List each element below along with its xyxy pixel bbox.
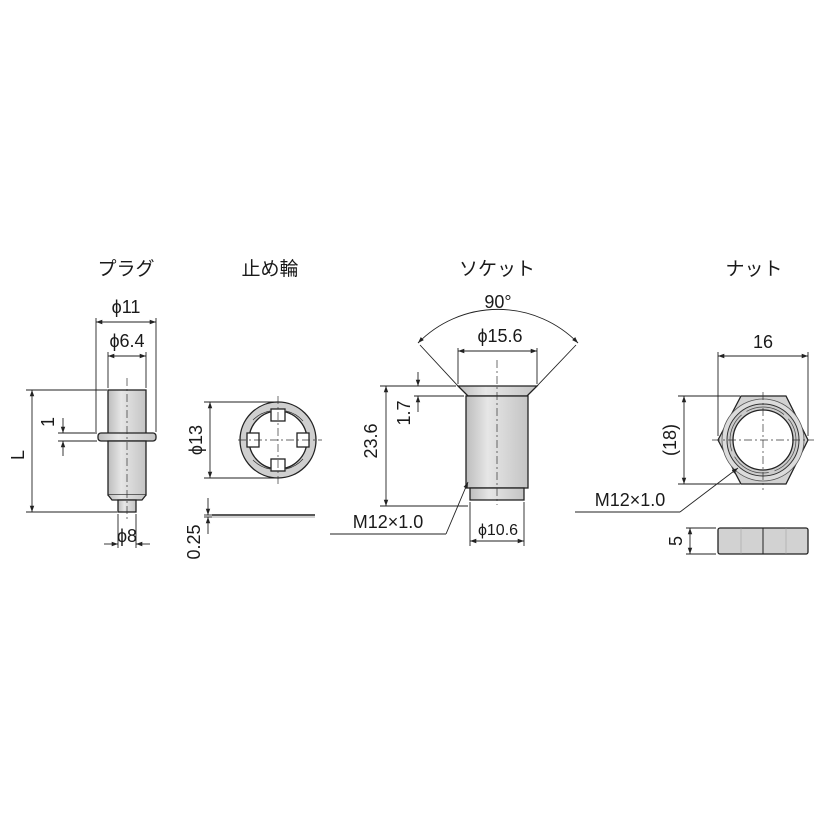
plug-title: プラグ xyxy=(97,258,154,280)
ring-thickness-label: 0.25 xyxy=(184,524,204,559)
plug-body-dia-label: ϕ6.4 xyxy=(109,331,144,351)
socket-body-dia-label: ϕ10.6 xyxy=(478,522,518,539)
socket-thread-label: M12×1.0 xyxy=(353,512,424,532)
nut-thread-label: M12×1.0 xyxy=(595,490,666,510)
nut-across-corners-label: (18) xyxy=(660,424,680,456)
socket-length-label: 23.6 xyxy=(361,423,381,458)
socket-head xyxy=(456,385,539,397)
socket-angle-label: 90° xyxy=(484,292,511,312)
plug-flange-thickness-label: 1 xyxy=(38,417,58,427)
plug-tip-dia-label: ϕ8 xyxy=(117,526,137,546)
retaining-ring-title: 止め輪 xyxy=(241,258,298,280)
nut-drawing: 16 (18) M12×1.0 5 xyxy=(575,332,814,555)
nut-thickness-label: 5 xyxy=(666,536,686,546)
socket-head-dia-label: ϕ15.6 xyxy=(477,326,522,346)
socket-drawing: 90° ϕ15.6 1.7 23.6 M12×1.0 ϕ10.6 xyxy=(330,292,579,546)
nut-across-flats-label: 16 xyxy=(753,332,773,352)
ring-dia-label: ϕ13 xyxy=(186,425,206,455)
socket-head-height-label: 1.7 xyxy=(394,400,414,425)
retaining-ring-drawing: ϕ13 0.25 xyxy=(184,396,322,560)
nut-title: ナット xyxy=(725,258,782,280)
plug-length-label: L xyxy=(8,450,28,460)
socket-title: ソケット xyxy=(459,258,535,280)
plug-drawing: ϕ11 ϕ6.4 ϕ8 L 1 xyxy=(8,297,157,548)
plug-flange-dia-label: ϕ11 xyxy=(112,297,141,317)
